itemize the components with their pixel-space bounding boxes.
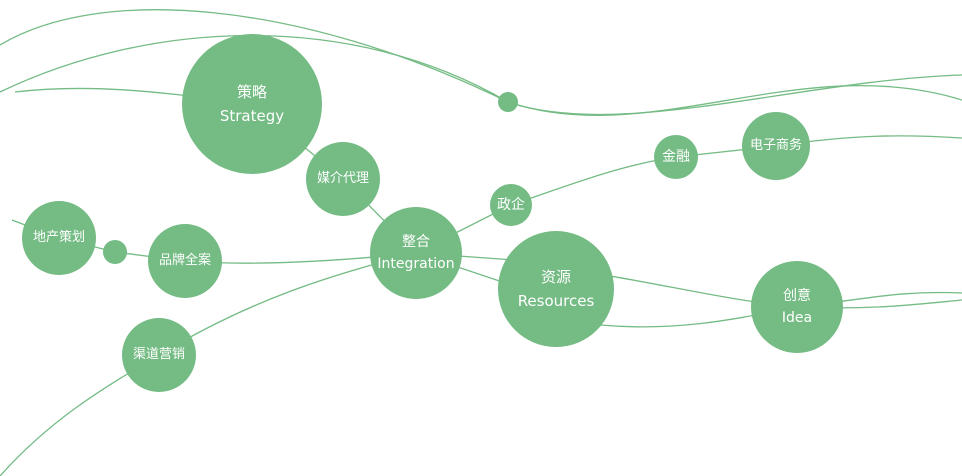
node-resources[interactable]: 资源 Resources — [498, 231, 614, 347]
node-integration[interactable]: 整合 Integration — [370, 207, 462, 299]
node-label-en: Integration — [377, 256, 455, 272]
node-label-zh: 渠道营销 — [132, 346, 185, 362]
node-label-en: Idea — [781, 310, 813, 326]
node-label-en: Strategy — [219, 107, 285, 125]
node-label-zh: 金融 — [662, 148, 690, 165]
node-label-zh: 整合 — [402, 233, 430, 250]
node-label-zh: 媒介代理 — [316, 170, 369, 186]
node-label-zh: 策略 — [236, 83, 267, 101]
node-label-zh: 政企 — [497, 196, 525, 213]
wave-line — [0, 34, 962, 116]
node-brand[interactable]: 品牌全案 — [148, 224, 222, 298]
node-channel[interactable]: 渠道营销 — [122, 318, 196, 392]
node-idea[interactable]: 创意 Idea — [751, 261, 843, 353]
junction-dot — [103, 240, 127, 264]
node-label-zh: 品牌全案 — [158, 252, 211, 268]
node-strategy[interactable]: 策略 Strategy — [182, 34, 322, 174]
junction-dot — [498, 92, 518, 112]
node-finance[interactable]: 金融 — [654, 135, 698, 179]
node-ecommerce[interactable]: 电子商务 — [742, 112, 810, 180]
node-label-zh: 地产策划 — [32, 229, 85, 245]
node-label-zh: 资源 — [540, 268, 571, 286]
wave-line — [0, 9, 962, 117]
node-label-zh: 电子商务 — [749, 137, 802, 153]
node-label-zh: 创意 — [783, 287, 811, 304]
node-realestate[interactable]: 地产策划 — [22, 201, 96, 275]
node-label-en: Resources — [517, 292, 595, 310]
node-government[interactable]: 政企 — [490, 184, 532, 226]
node-media[interactable]: 媒介代理 — [306, 142, 380, 216]
